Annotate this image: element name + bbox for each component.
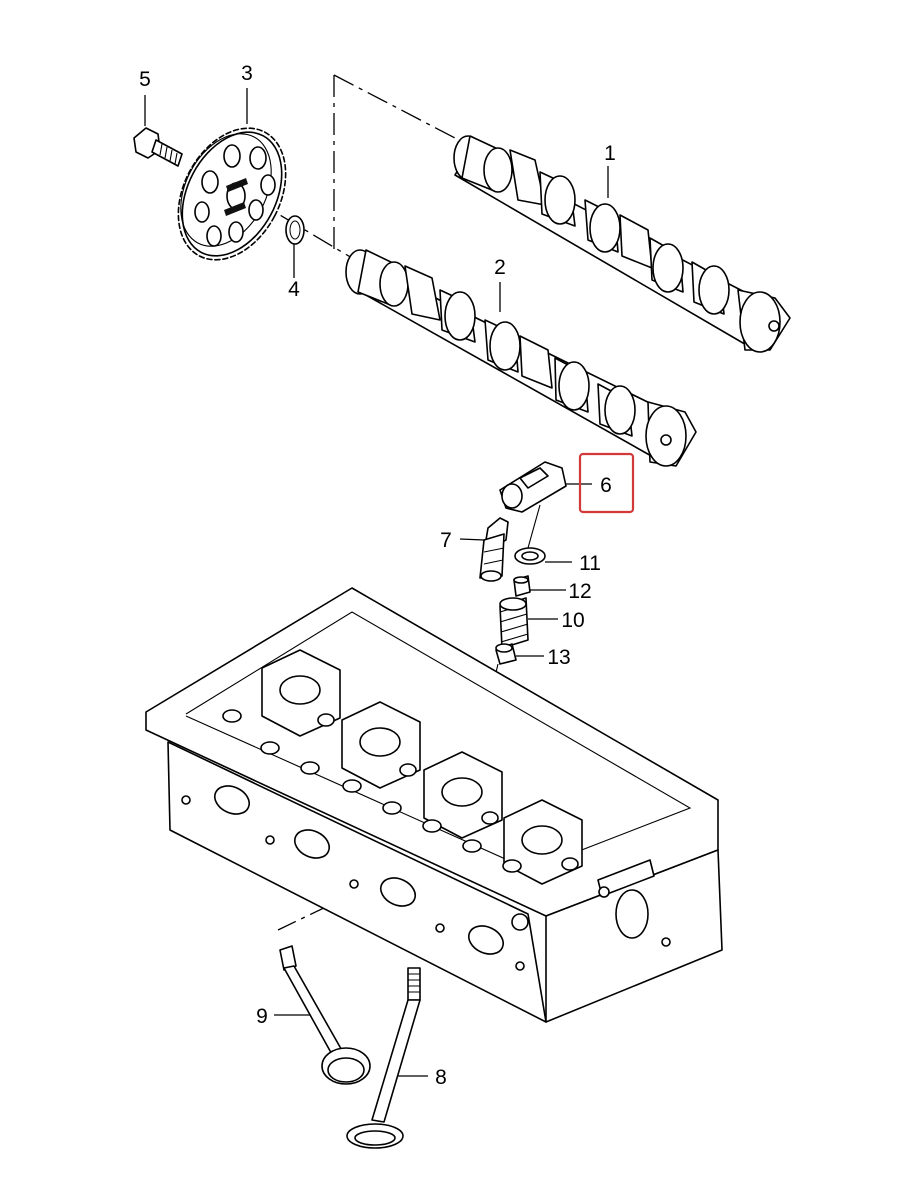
intake-valve bbox=[279, 945, 371, 1085]
callout-9: 9 bbox=[256, 1005, 268, 1028]
roller-rocker-arm bbox=[499, 461, 567, 549]
sprocket-bolt bbox=[133, 127, 183, 167]
callout-1: 1 bbox=[604, 142, 616, 165]
callout-8: 8 bbox=[435, 1066, 447, 1089]
end-face-details bbox=[511, 859, 671, 947]
exhaust-valve bbox=[346, 967, 421, 1149]
camshaft-sprocket bbox=[177, 127, 287, 261]
top-bores bbox=[222, 709, 579, 873]
callout-6: 6 bbox=[600, 474, 612, 497]
callout-6-highlight-box bbox=[578, 452, 635, 514]
callout-2: 2 bbox=[494, 256, 506, 279]
callout-12: 12 bbox=[568, 580, 591, 603]
callout-7: 7 bbox=[440, 529, 452, 552]
callout-3: 3 bbox=[241, 62, 253, 85]
callout-13: 13 bbox=[547, 646, 570, 669]
callout-10: 10 bbox=[561, 609, 584, 632]
circlip bbox=[285, 215, 305, 245]
callout-11: 11 bbox=[579, 552, 601, 575]
hydraulic-element bbox=[479, 517, 509, 582]
callout-labels: 1 2 3 4 5 6 7 8 9 10 11 12 13 bbox=[139, 62, 635, 1089]
callout-4: 4 bbox=[288, 278, 300, 301]
cylinder-head bbox=[145, 587, 723, 1023]
callout-5: 5 bbox=[139, 68, 151, 91]
front-ports bbox=[181, 785, 525, 971]
camshaft-lower bbox=[345, 249, 697, 467]
camshaft-upper bbox=[453, 135, 791, 353]
leader-lines bbox=[144, 88, 609, 1077]
